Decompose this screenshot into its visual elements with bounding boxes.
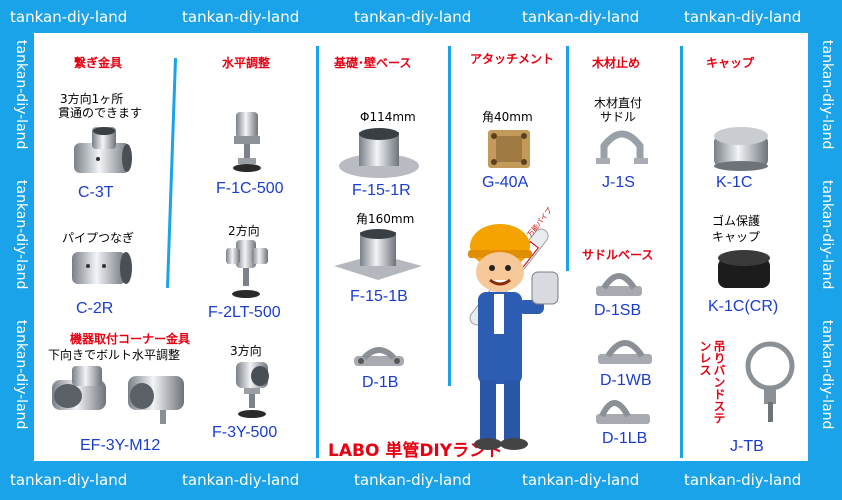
part-f151r-image	[339, 128, 419, 178]
watermark-top-1: tankan-diy-land	[10, 8, 128, 26]
part-d1wb-image	[598, 340, 652, 364]
note-f151r: Φ114mm	[360, 110, 416, 124]
mascot-worker-image: 万能パイプ	[468, 206, 559, 450]
code-d1b: D-1B	[362, 374, 399, 391]
part-f1c-image	[233, 112, 261, 172]
brand-title: LABO 単管DIYランド	[328, 441, 504, 461]
note-c2r: パイプつなぎ	[62, 231, 135, 245]
watermark-right-3: tankan-diy-land	[819, 320, 835, 430]
part-f2lt-image	[226, 240, 268, 298]
note-k1ccr-line1: ゴム保護	[712, 214, 761, 228]
note-f3y: 3方向	[230, 344, 262, 358]
part-g40a-image	[488, 130, 530, 168]
code-jtb: J-TB	[730, 438, 764, 455]
watermark-bottom-5: tankan-diy-land	[684, 471, 802, 489]
code-k1ccr: K-1C(CR)	[708, 298, 779, 315]
code-f2lt500: F-2LT-500	[208, 304, 281, 321]
watermark-right-2: tankan-diy-land	[819, 180, 835, 290]
watermark-bottom-4: tankan-diy-land	[522, 471, 640, 489]
code-d1lb: D-1LB	[602, 430, 648, 447]
part-c3t-image	[74, 127, 132, 173]
header-joint: 繋ぎ金具	[74, 56, 123, 70]
note-c3t-line2: 貫通のできます	[58, 106, 143, 120]
header-base: 基礎･壁ベース	[334, 56, 412, 70]
part-j1s-image	[596, 130, 648, 164]
code-j1s: J-1S	[602, 174, 635, 191]
note-j1s-line2: サドル	[600, 110, 637, 124]
code-c2r: C-2R	[76, 300, 114, 317]
watermark-bottom-1: tankan-diy-land	[10, 471, 128, 489]
part-f3y-image	[236, 362, 269, 418]
header-equipment: 機器取付コーナー金具	[70, 332, 191, 346]
watermark-top-5: tankan-diy-land	[684, 8, 802, 26]
code-d1wb: D-1WB	[600, 372, 652, 389]
divider-4	[566, 46, 569, 271]
note-f151b: 角160mm	[356, 212, 415, 226]
watermark-bottom-2: tankan-diy-land	[182, 471, 300, 489]
code-d1sb: D-1SB	[594, 302, 642, 319]
divider-3	[448, 46, 451, 386]
note-j1s-line1: 木材直付	[594, 96, 643, 110]
watermark-left-1: tankan-diy-land	[13, 40, 29, 150]
watermark-top-3: tankan-diy-land	[354, 8, 472, 26]
code-f151b: F-15-1B	[350, 288, 408, 305]
header-cap: キャップ	[706, 56, 755, 70]
note-g40a: 角40mm	[482, 110, 533, 124]
header-wood: 木材止め	[592, 56, 641, 70]
part-c2r-image	[72, 252, 132, 284]
header-saddle-base: サドルベース	[582, 248, 654, 262]
part-d1lb-image	[596, 400, 650, 424]
code-ef3ym12: EF-3Y-M12	[80, 437, 161, 454]
watermark-bottom-3: tankan-diy-land	[354, 471, 472, 489]
part-jtb-image	[745, 341, 795, 422]
code-g40a: G-40A	[482, 174, 529, 191]
watermark-left-2: tankan-diy-land	[13, 180, 29, 290]
part-k1ccr-image	[718, 250, 770, 288]
watermark-left-3: tankan-diy-land	[13, 320, 29, 430]
part-ef3y-image	[52, 366, 184, 424]
watermark-right-1: tankan-diy-land	[819, 40, 835, 150]
note-f2lt: 2方向	[228, 224, 260, 238]
code-f3y500: F-3Y-500	[212, 424, 278, 441]
header-leveling: 水平調整	[222, 56, 271, 70]
divider-2	[316, 46, 319, 458]
note-k1ccr-line2: キャップ	[712, 230, 761, 244]
note-ef3y: 下向きでボルト水平調整	[48, 348, 181, 362]
header-attachment: アタッチメント	[470, 52, 555, 66]
note-c3t-line1: 3方向1ヶ所	[60, 92, 124, 106]
part-d1b-image	[354, 347, 404, 366]
watermark-top-2: tankan-diy-land	[182, 8, 300, 26]
part-k1c-image	[714, 127, 768, 171]
code-k1c: K-1C	[716, 174, 753, 191]
code-f1c500: F-1C-500	[216, 180, 284, 197]
part-f151b-image	[334, 229, 422, 280]
watermark-top-4: tankan-diy-land	[522, 8, 640, 26]
code-f151r: F-15-1R	[352, 182, 411, 199]
code-c3t: C-3T	[78, 184, 114, 201]
note-jtb: 吊りバンドステンレス	[698, 340, 726, 424]
part-d1sb-image	[596, 273, 642, 296]
divider-5	[680, 46, 683, 458]
